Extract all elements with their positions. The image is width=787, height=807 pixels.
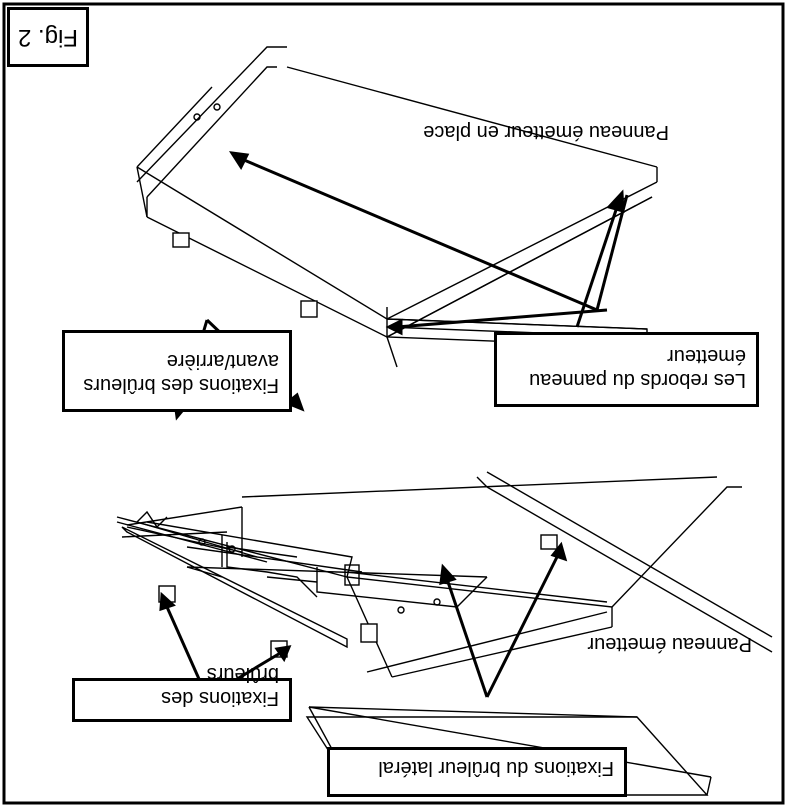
burner-body-lower: [116, 476, 742, 678]
label-emitter-panel: Panneau émetteur: [587, 633, 752, 655]
label-panel-in-place: Panneau émetteur en place: [423, 121, 669, 143]
label-panel-edges: Les rebords du panneau émetteur: [494, 332, 759, 407]
label-burner-fixings: Fixations des brûleurs: [72, 663, 292, 722]
label-front-rear-fixings: Fixations des brûleurs avant/arrière: [62, 330, 292, 412]
label-side-burner-fixings: Fixations du brûleur latéral: [327, 747, 627, 797]
figure-label: Fig. 2: [7, 7, 89, 67]
